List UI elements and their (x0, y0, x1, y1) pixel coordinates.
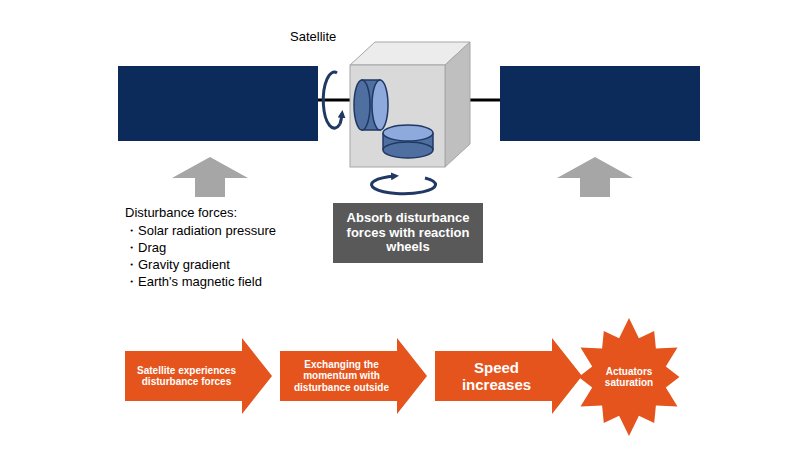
rotation-arrow (323, 72, 340, 128)
node-text: Satellite experiences disturbance forces (133, 365, 240, 388)
result-starburst: Actuators saturation (573, 318, 685, 436)
arrow-fill (435, 338, 582, 414)
solar-panel (500, 66, 700, 141)
list-item: ・Gravity gradient (125, 256, 230, 274)
node-text: Actuators saturation (595, 366, 663, 389)
list-item: ・Solar radiation pressure (125, 222, 276, 240)
process-arrow: Satellite experiences disturbance forces (125, 338, 272, 414)
list-item: ・Drag (125, 239, 166, 257)
rect-fill (333, 203, 483, 263)
cube-front (350, 65, 445, 167)
star-fill (579, 318, 680, 436)
node-text: Exchanging the momentum with disturbance… (288, 359, 395, 394)
list-heading: Disturbance forces: (125, 205, 237, 220)
rotation-arrowhead (340, 114, 342, 124)
boom (470, 99, 500, 102)
process-arrow: Speed increases (435, 338, 582, 414)
rotation-arrow (372, 176, 436, 194)
list-item: ・Earth's magnetic field (125, 273, 262, 291)
cube-side (445, 42, 470, 167)
process-arrow: Exchanging the momentum with disturbance… (280, 338, 427, 414)
reaction-wheel (383, 125, 433, 158)
disturbance-arrow (557, 157, 633, 197)
reaction-wheel (354, 80, 388, 130)
disturbance-arrow (172, 157, 248, 197)
arrow-fill (125, 338, 272, 414)
caption-box: Absorb disturbance forces with reaction … (333, 203, 483, 263)
node-text: Speed increases (443, 359, 550, 394)
solar-panel (118, 66, 318, 141)
node-text: Absorb disturbance forces with reaction … (341, 211, 475, 256)
arrow-fill (280, 338, 427, 414)
satellite-label: Satellite (290, 29, 336, 44)
